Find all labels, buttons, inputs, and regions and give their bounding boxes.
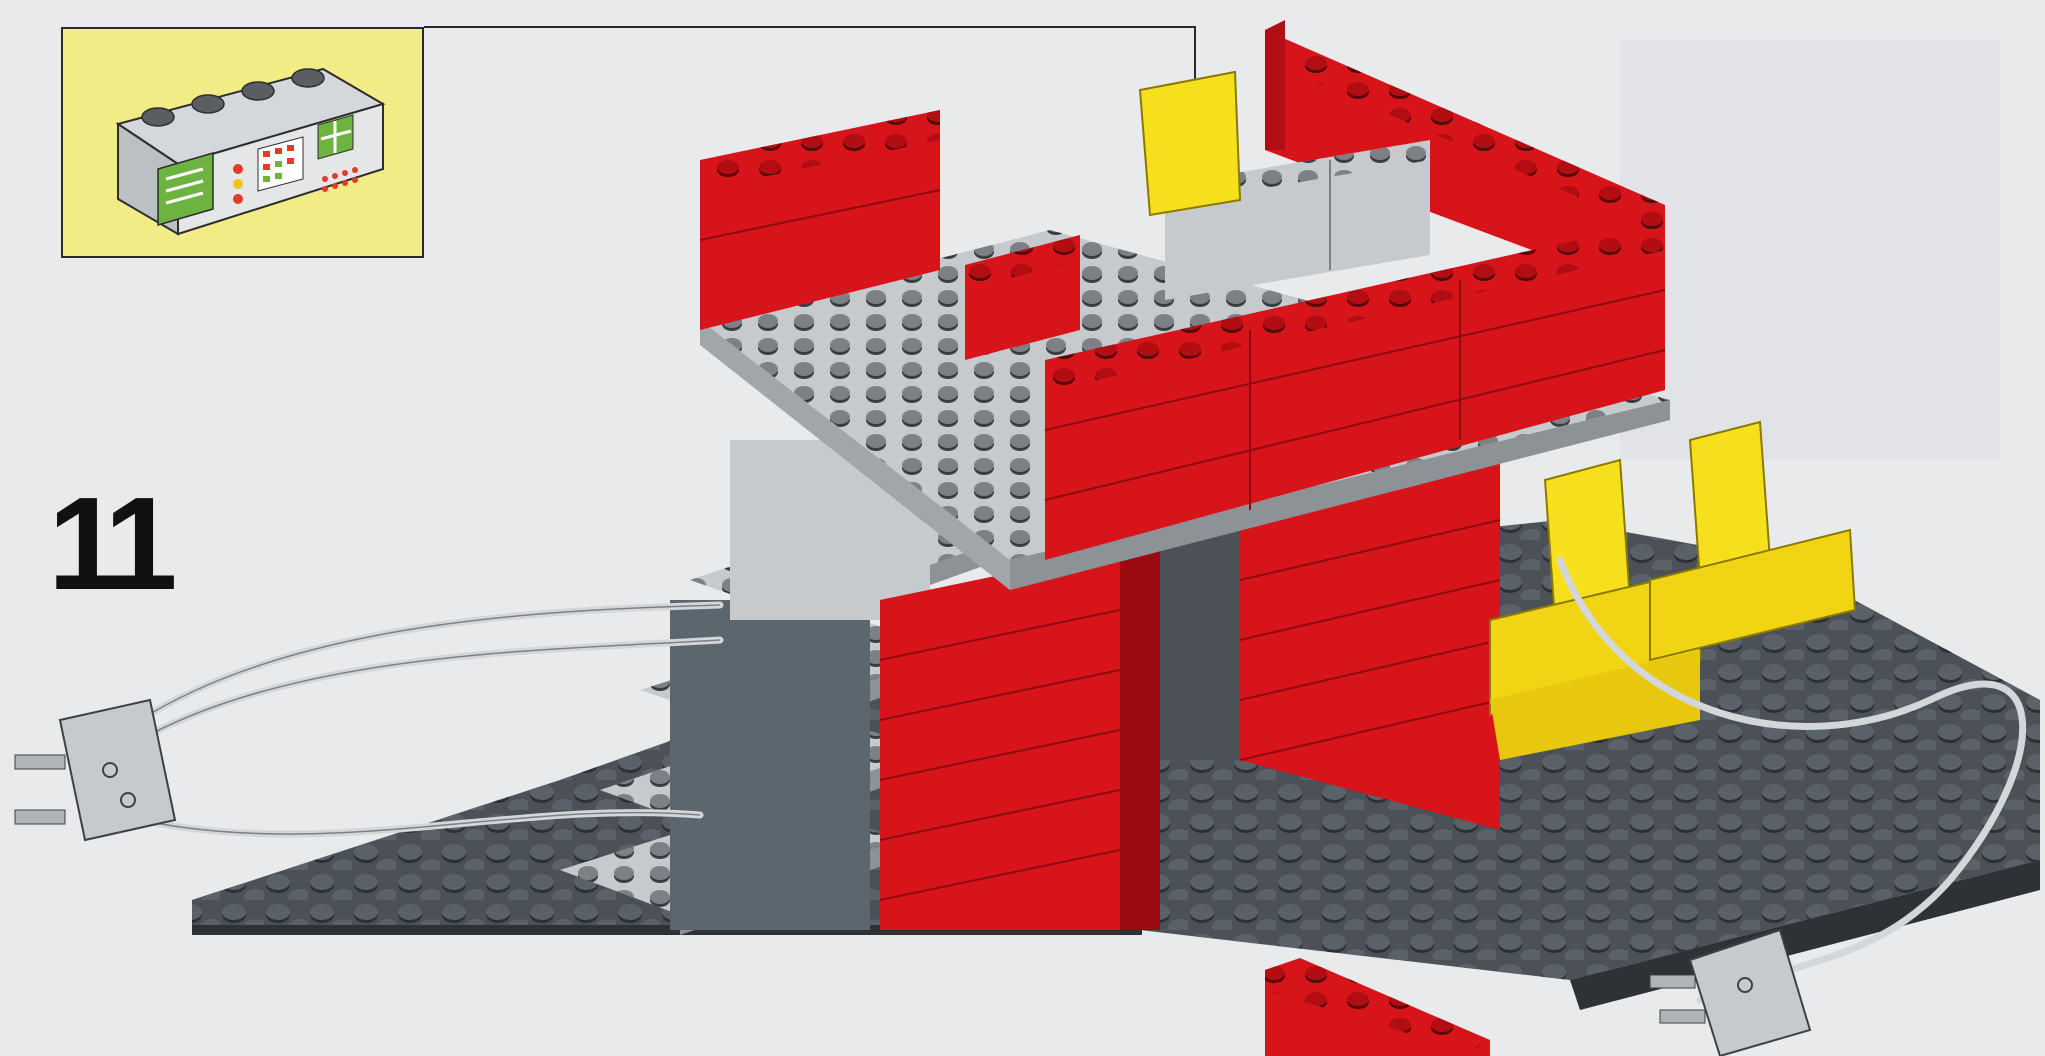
step-number: 11 bbox=[48, 478, 168, 610]
seat-icon bbox=[1140, 72, 1240, 215]
console-callout-box bbox=[61, 27, 424, 258]
control-console-brick-icon bbox=[63, 29, 426, 260]
